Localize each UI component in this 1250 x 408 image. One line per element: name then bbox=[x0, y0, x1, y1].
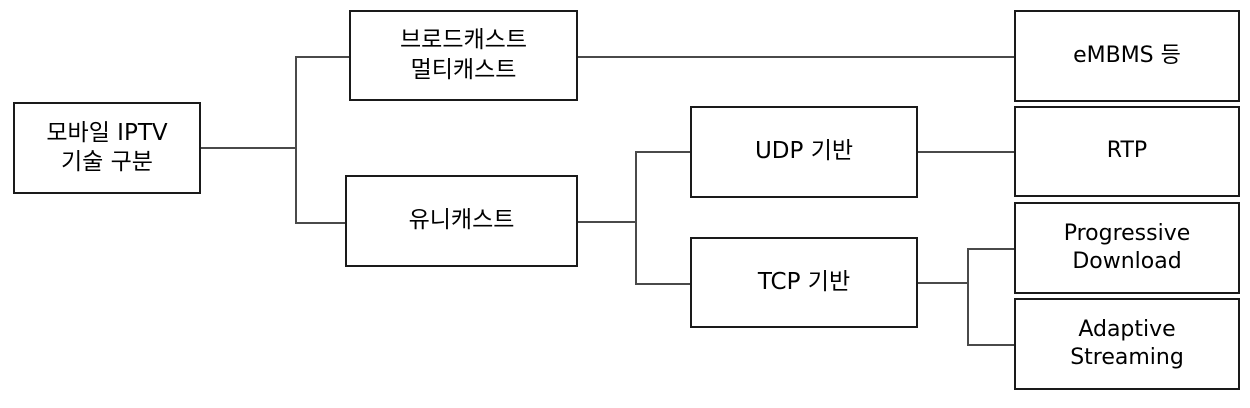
node-embms: eMBMS 등 bbox=[1014, 10, 1240, 102]
connector-root-to-broadcast bbox=[295, 56, 351, 58]
node-root-label: 모바일 IPTV 기술 구분 bbox=[46, 119, 168, 175]
connector-udp-to-rtp bbox=[916, 151, 1016, 153]
node-adaptive-streaming-label: Adaptive Streaming bbox=[1070, 316, 1184, 370]
connector-root-split-vertical bbox=[295, 56, 297, 224]
connector-tcp-stub bbox=[916, 282, 969, 284]
connector-unicast-to-udp bbox=[635, 151, 692, 153]
connector-unicast-split-vertical bbox=[635, 151, 637, 285]
node-embms-label: eMBMS 등 bbox=[1073, 42, 1181, 68]
connector-tcp-split-vertical bbox=[967, 248, 969, 346]
connector-unicast-to-tcp bbox=[635, 283, 692, 285]
node-udp-based: UDP 기반 bbox=[690, 106, 918, 198]
node-broadcast-multicast: 브로드캐스트 멀티캐스트 bbox=[349, 10, 578, 101]
node-unicast: 유니캐스트 bbox=[345, 175, 578, 267]
node-tcp-based-label: TCP 기반 bbox=[757, 268, 851, 295]
connector-root-to-unicast bbox=[295, 222, 347, 224]
node-progressive-download-label: Progressive Download bbox=[1063, 220, 1191, 274]
node-udp-based-label: UDP 기반 bbox=[754, 138, 854, 165]
node-rtp-label: RTP bbox=[1106, 138, 1148, 164]
node-rtp: RTP bbox=[1014, 106, 1240, 197]
node-adaptive-streaming: Adaptive Streaming bbox=[1014, 298, 1240, 390]
node-unicast-label: 유니캐스트 bbox=[408, 207, 515, 234]
connector-broadcast-to-embms bbox=[576, 56, 1016, 58]
connector-root-stub bbox=[199, 147, 297, 149]
node-tcp-based: TCP 기반 bbox=[690, 237, 918, 328]
connector-tcp-to-adaptive-streaming bbox=[967, 344, 1016, 346]
node-broadcast-multicast-label: 브로드캐스트 멀티캐스트 bbox=[400, 27, 527, 83]
connector-tcp-to-progressive-download bbox=[967, 248, 1016, 250]
connector-unicast-stub bbox=[576, 221, 637, 223]
node-progressive-download: Progressive Download bbox=[1014, 202, 1240, 294]
node-root: 모바일 IPTV 기술 구분 bbox=[13, 102, 201, 194]
